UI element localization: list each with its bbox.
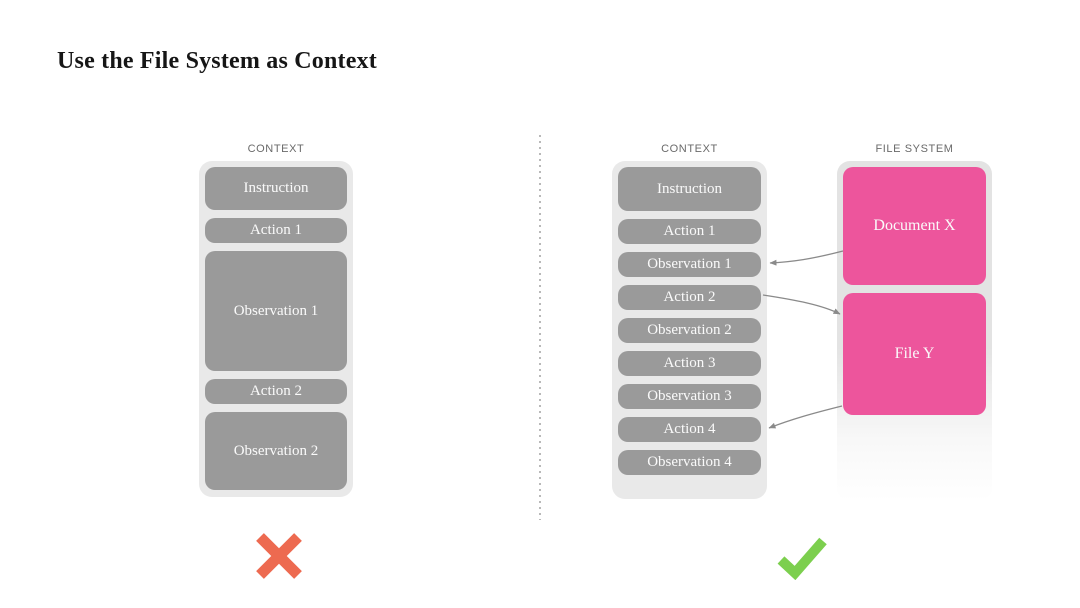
context-block-observation-2: Observation 2 bbox=[205, 412, 347, 490]
context-block-observation-1: Observation 1 bbox=[618, 252, 761, 277]
context-block-observation-2: Observation 2 bbox=[618, 318, 761, 343]
right-context-container: Instruction Action 1 Observation 1 Actio… bbox=[612, 161, 767, 499]
context-block-instruction: Instruction bbox=[205, 167, 347, 210]
context-block-action-1: Action 1 bbox=[618, 219, 761, 244]
arrow-action2-to-filey bbox=[762, 294, 841, 315]
left-context-label: CONTEXT bbox=[247, 143, 305, 155]
panel-divider bbox=[539, 135, 541, 520]
left-context-container: Instruction Action 1 Observation 1 Actio… bbox=[199, 161, 353, 497]
context-block-observation-4: Observation 4 bbox=[618, 450, 761, 475]
arrow-filey-to-action4 bbox=[768, 405, 843, 429]
context-block-instruction: Instruction bbox=[618, 167, 761, 211]
cross-icon bbox=[256, 533, 302, 579]
context-block-action-2: Action 2 bbox=[618, 285, 761, 310]
page-title: Use the File System as Context bbox=[57, 48, 377, 74]
file-block-document-x: Document X bbox=[843, 167, 986, 285]
context-block-action-1: Action 1 bbox=[205, 218, 347, 243]
file-block-file-y: File Y bbox=[843, 293, 986, 415]
context-block-observation-3: Observation 3 bbox=[618, 384, 761, 409]
check-icon bbox=[777, 537, 827, 580]
right-context-label: CONTEXT bbox=[661, 143, 718, 155]
file-system-container: Document X File Y bbox=[837, 161, 992, 501]
context-block-action-2: Action 2 bbox=[205, 379, 347, 404]
arrow-documentx-to-observation1 bbox=[769, 250, 844, 266]
context-block-observation-1: Observation 1 bbox=[205, 251, 347, 371]
context-block-action-3: Action 3 bbox=[618, 351, 761, 376]
file-system-label: FILE SYSTEM bbox=[875, 143, 954, 155]
context-block-action-4: Action 4 bbox=[618, 417, 761, 442]
